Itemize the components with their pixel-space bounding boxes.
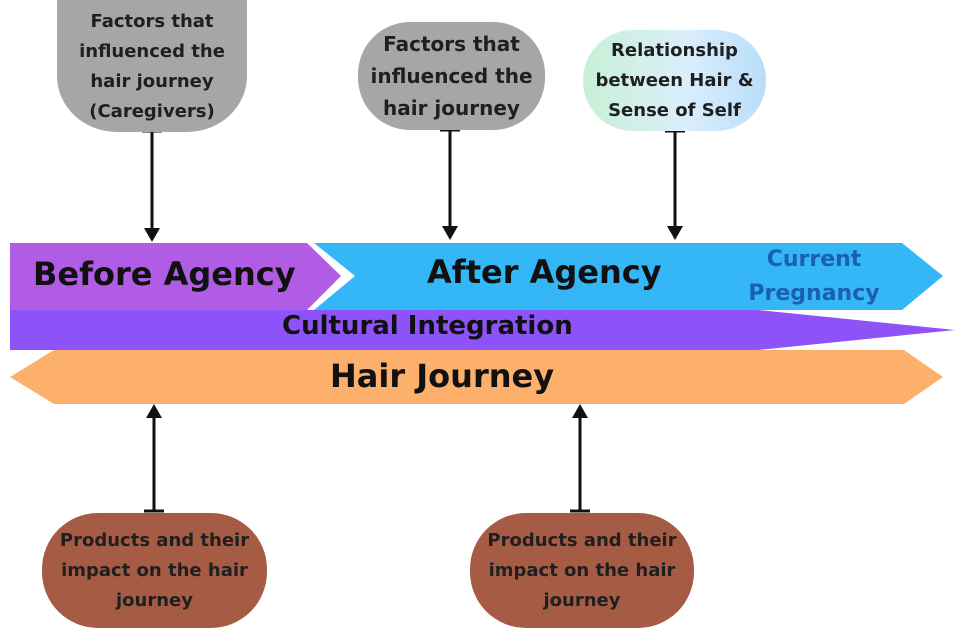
before-agency-band bbox=[10, 243, 341, 310]
factors-after-label: Factors that influenced the hair journey bbox=[370, 32, 533, 120]
before-agency-label: Before Agency bbox=[33, 255, 296, 293]
after-agency-band bbox=[314, 243, 943, 310]
hair-journey-label: Hair Journey bbox=[330, 357, 555, 395]
hair-journey-band bbox=[10, 350, 943, 404]
relationship-box: Relationship between Hair & Sense of Sel… bbox=[583, 30, 766, 131]
connector-products-left bbox=[144, 404, 164, 513]
connector-relationship bbox=[665, 129, 685, 240]
products-right-label: Products and their impact on the hair jo… bbox=[487, 529, 677, 611]
factors-after-box: Factors that influenced the hair journey bbox=[358, 22, 545, 130]
cultural-integration-label: Cultural Integration bbox=[282, 311, 573, 341]
connector-factors-after bbox=[440, 128, 460, 240]
connector-products-right bbox=[570, 404, 590, 513]
products-left-label: Products and their impact on the hair jo… bbox=[59, 529, 250, 611]
products-right-box: Products and their impact on the hair jo… bbox=[470, 513, 694, 628]
cultural-integration-band bbox=[10, 310, 955, 350]
products-left-box: Products and their impact on the hair jo… bbox=[42, 513, 267, 628]
factors-caregivers-box: Factors that influenced the hair journey… bbox=[57, 0, 247, 132]
connector-caregivers bbox=[142, 129, 162, 242]
current-pregnancy-label: Current Pregnancy bbox=[748, 247, 880, 306]
relationship-label: Relationship between Hair & Sense of Sel… bbox=[595, 39, 754, 121]
after-agency-label: After Agency bbox=[427, 253, 662, 291]
factors-caregivers-label: Factors that influenced the hair journey… bbox=[79, 11, 225, 122]
